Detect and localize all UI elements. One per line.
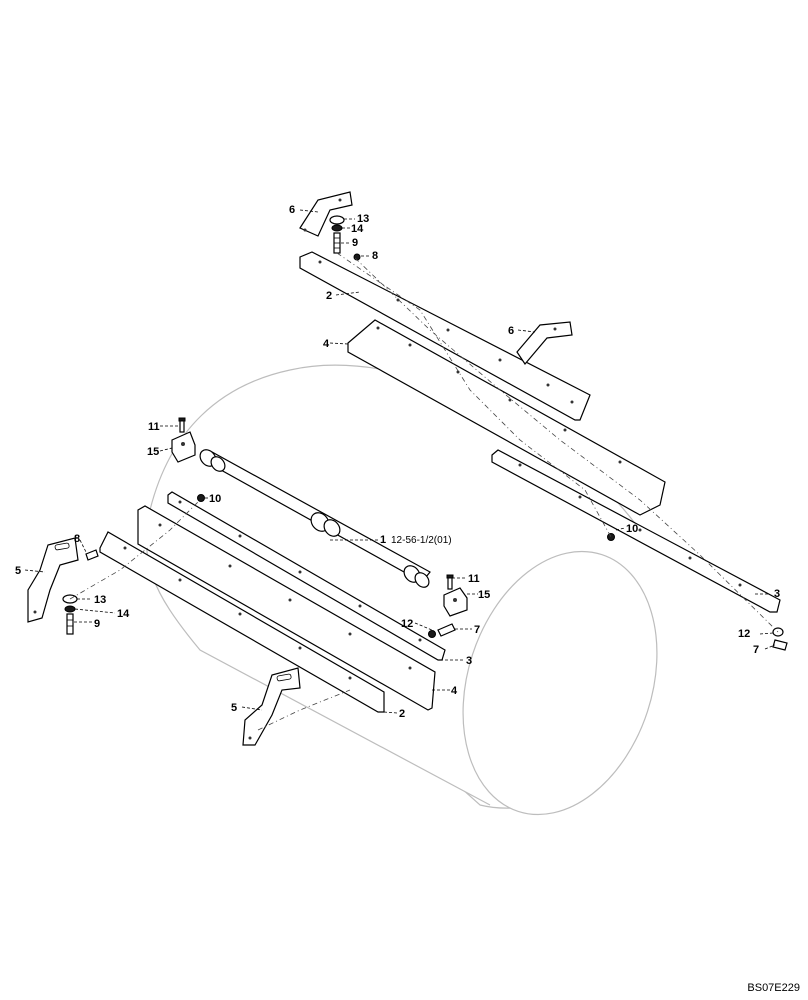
bolt-11-left — [178, 417, 186, 433]
label-2-upper: 2 — [326, 290, 332, 302]
label-6-upper-right: 6 — [508, 325, 514, 337]
label-11-right: 11 — [468, 573, 480, 585]
nut-14-left — [64, 605, 76, 613]
bracket-5-left — [27, 537, 79, 623]
nut-14-upper — [331, 224, 343, 232]
label-7-lower: 7 — [474, 624, 480, 636]
label-14-upper: 14 — [351, 223, 364, 235]
label-1: 1 — [380, 534, 386, 546]
label-3-lower: 3 — [466, 655, 472, 667]
label-13-upper: 13 — [357, 213, 369, 225]
label-8-left: 8 — [74, 533, 80, 545]
label-9-upper: 9 — [352, 237, 358, 249]
label-12-right: 12 — [738, 628, 750, 640]
screw-7-right — [772, 639, 788, 651]
label-3-upper-right: 3 — [774, 588, 780, 600]
bolt-9-upper — [333, 232, 341, 254]
screw-8-upper — [353, 253, 361, 261]
upper-rubber-plate-4 — [347, 319, 666, 516]
drawing-code: BS07E229 — [747, 982, 800, 994]
label-10-upper: 10 — [626, 523, 638, 535]
label-1-reference: 12-56-1/2(01) — [391, 535, 452, 546]
label-6-upper-left: 6 — [289, 204, 295, 216]
label-4-upper: 4 — [323, 338, 330, 350]
label-15-left: 15 — [147, 446, 159, 458]
washer-12-lower — [428, 630, 436, 638]
label-15-right: 15 — [478, 589, 490, 601]
nut-10-upper — [607, 533, 615, 541]
label-7-right: 7 — [753, 644, 759, 656]
label-5-left: 5 — [15, 565, 21, 577]
screw-8-left — [85, 549, 99, 561]
upper-right-strip-3 — [491, 449, 781, 613]
label-11-left: 11 — [148, 421, 160, 433]
leader-lines — [24, 209, 776, 714]
label-8-upper: 8 — [372, 250, 378, 262]
bolt-11-right — [446, 574, 454, 590]
lower-rubber-plate-4 — [137, 505, 436, 711]
bracket-5-lower — [242, 667, 301, 746]
label-14-left: 14 — [117, 608, 130, 620]
label-10-lower: 10 — [209, 493, 221, 505]
bolt-9-left — [66, 613, 74, 635]
washer-13-upper — [329, 215, 345, 225]
label-13-left: 13 — [94, 594, 106, 606]
spray-bar-1 — [199, 449, 431, 588]
label-5-lower: 5 — [231, 702, 237, 714]
label-2-lower: 2 — [399, 708, 405, 720]
clamp-15-left — [171, 431, 196, 463]
label-4-lower: 4 — [451, 685, 458, 697]
label-12-lower: 12 — [401, 618, 413, 630]
label-9-left: 9 — [94, 618, 100, 630]
upper-long-strip-2 — [299, 251, 591, 421]
nut-10-lower — [197, 494, 205, 502]
screw-7-lower — [437, 623, 456, 637]
clamp-15-right — [443, 587, 468, 617]
upper-bracket-6-right — [516, 321, 573, 365]
callout-labels: 6 13 14 9 8 2 6 4 11 15 10 1 12-56-1/2(0… — [15, 204, 780, 720]
upper-bracket-6-left — [299, 191, 353, 237]
